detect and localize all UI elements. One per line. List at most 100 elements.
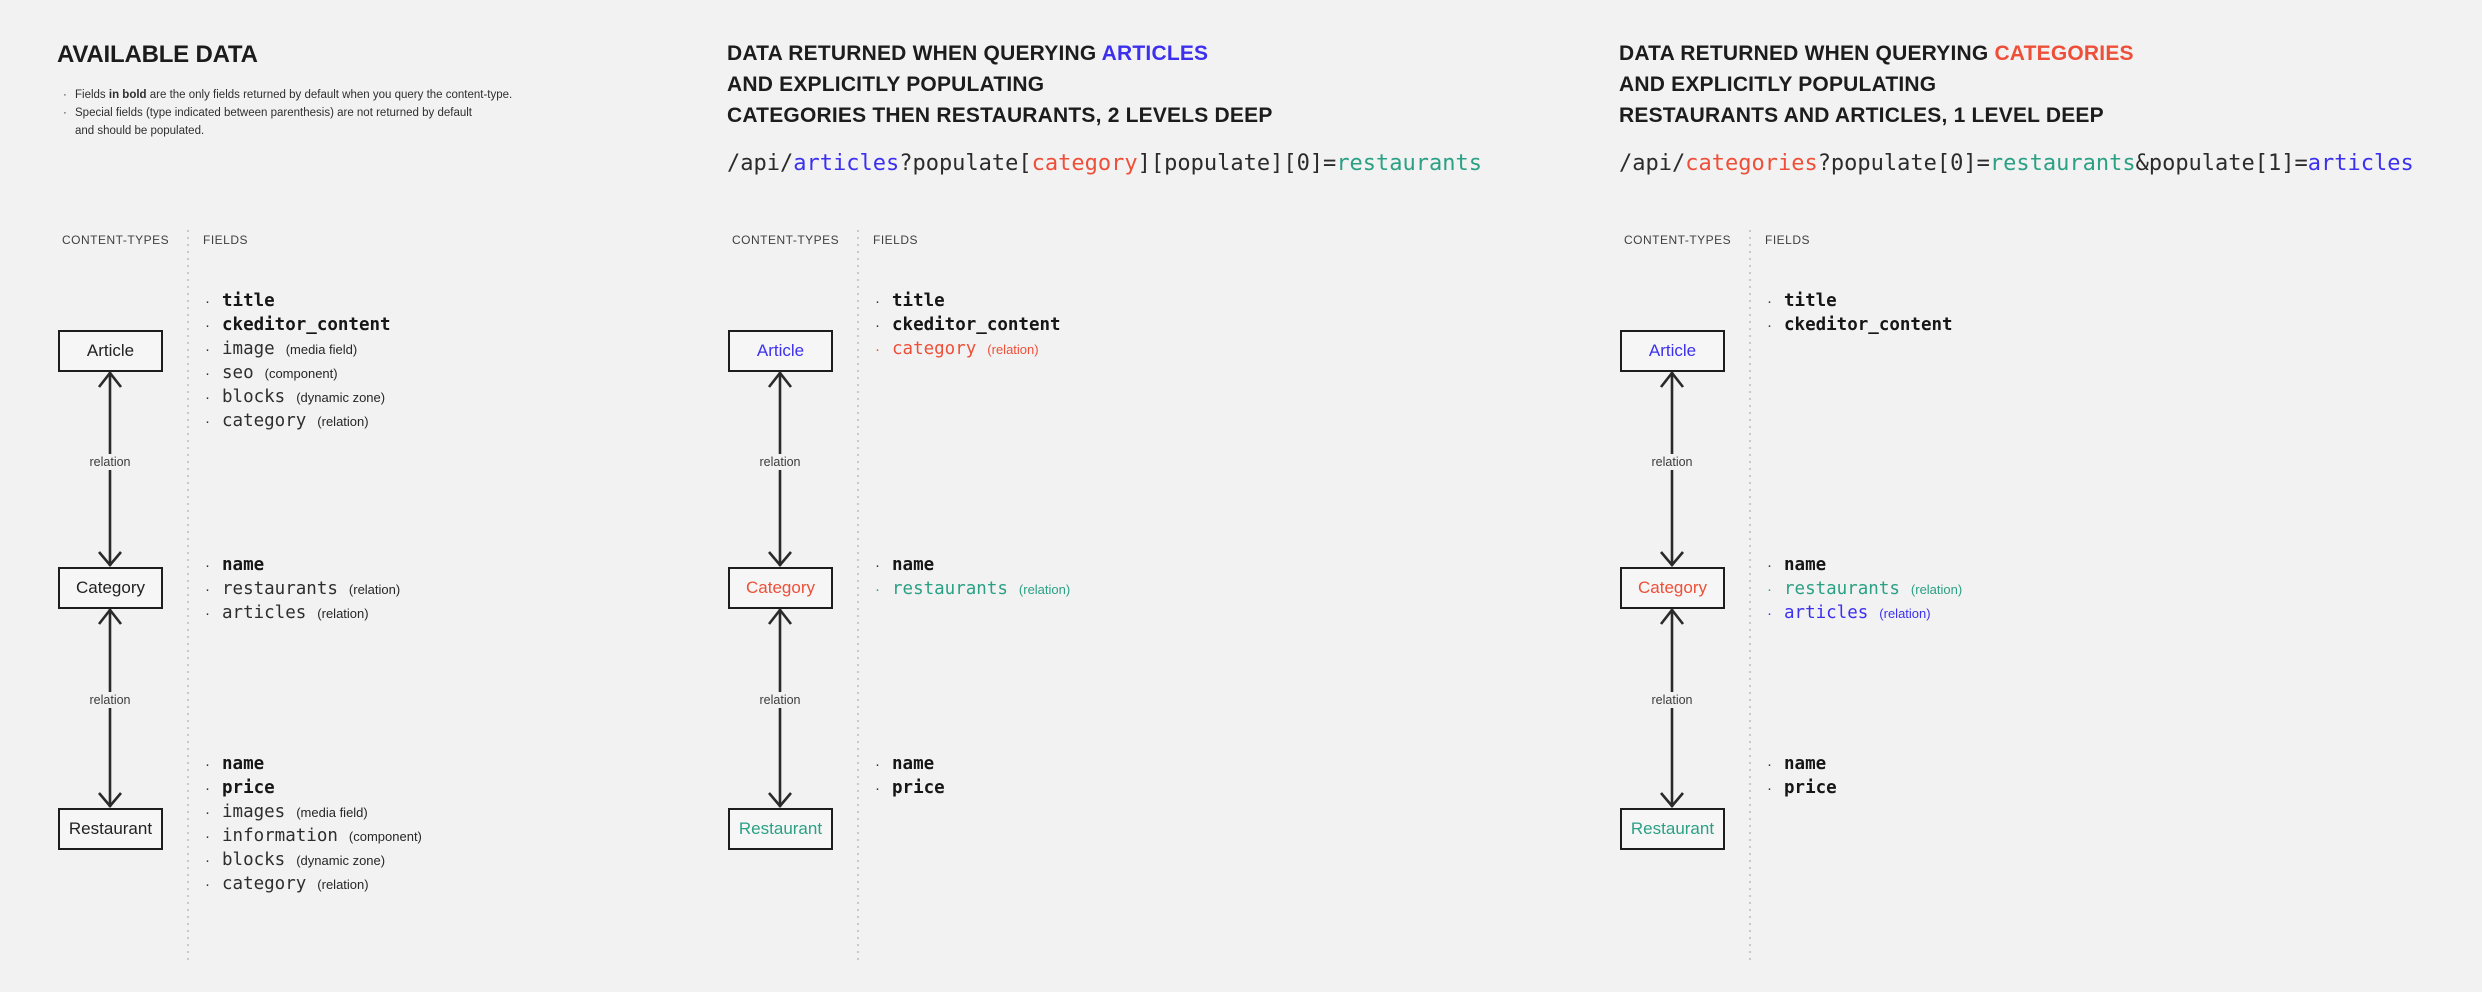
notes-list: · Fields in bold are the only fields retu… (62, 86, 512, 140)
bullet-icon: · (875, 581, 880, 598)
title-segment: CATEGORIES THEN RESTAURANTS, 2 LEVELS DE… (727, 104, 1273, 127)
bullet-icon: · (205, 413, 210, 430)
field-name: name (1784, 555, 1827, 575)
field-row: · name (203, 754, 264, 778)
field-row: ·category(relation) (203, 874, 369, 898)
field-type: (relation) (317, 606, 369, 621)
field-type: (dynamic zone) (296, 853, 386, 868)
bullet-icon: · (205, 756, 210, 773)
column-divider (1749, 230, 1751, 963)
title-segment: CATEGORIES (1994, 42, 2134, 65)
bullet-icon: · (205, 365, 210, 382)
panel-title-line: CATEGORIES THEN RESTAURANTS, 2 LEVELS DE… (727, 100, 1273, 131)
content-type-box-category: Category (728, 567, 833, 609)
bullet-icon: · (205, 780, 210, 797)
code-segment: categories (1685, 151, 1818, 176)
arrowhead-up-icon (767, 370, 793, 388)
bullet-icon: · (205, 828, 210, 845)
arrowhead-down-icon (98, 551, 122, 568)
bullet-icon: · (1767, 581, 1772, 598)
arrowhead-down-icon (768, 551, 792, 568)
code-segment: ][populate][0]= (1137, 151, 1337, 176)
field-name: price (892, 778, 945, 798)
title-segment: DATA RETURNED WHEN QUERYING (727, 42, 1102, 65)
field-name: name (892, 555, 935, 575)
relation-arrows (97, 370, 123, 809)
field-row: ·ckeditor_content (873, 315, 1061, 339)
bullet-icon: · (1767, 756, 1772, 773)
column-header-fields: FIELDS (203, 233, 249, 247)
bullet-icon: · (205, 389, 210, 406)
arrowhead-down-icon (1660, 792, 1684, 809)
field-name: title (222, 291, 275, 311)
relation-arrows (1659, 370, 1685, 809)
content-type-box-article: Article (1620, 330, 1725, 372)
page-title: AVAILABLE DATA (57, 41, 258, 68)
bullet-icon: · (205, 876, 210, 893)
field-row: ·restaurants(relation) (203, 579, 400, 603)
bullet-icon: · (205, 317, 210, 334)
field-name: price (1784, 778, 1837, 798)
arrowhead-up-icon (767, 607, 793, 625)
panel-title-line: DATA RETURNED WHEN QUERYING CATEGORIES (1619, 38, 2134, 69)
relation-label: relation (753, 692, 807, 708)
field-name: articles (1784, 603, 1869, 623)
bullet-icon: · (875, 341, 880, 358)
relation-label: relation (1645, 692, 1699, 708)
field-row: ·ckeditor_content (1765, 315, 1953, 339)
relation-arrows (767, 370, 793, 809)
field-row: ·articles(relation) (203, 603, 369, 627)
field-type: (relation) (987, 342, 1039, 357)
bullet-icon: · (875, 557, 880, 574)
field-row: ·price (203, 778, 275, 802)
field-type: (relation) (317, 414, 369, 429)
field-name: title (892, 291, 945, 311)
bullet-icon: · (205, 605, 210, 622)
field-type: (relation) (1910, 582, 1963, 597)
code-segment: articles (2307, 151, 2414, 176)
bullet-icon: · (63, 89, 67, 101)
arrowhead-up-icon (97, 370, 123, 388)
title-segment: ARTICLES (1101, 42, 1209, 65)
field-type: (media field) (296, 805, 368, 820)
field-name: name (892, 754, 935, 774)
field-name: restaurants (892, 579, 1008, 599)
bullet-icon: · (205, 341, 210, 358)
field-row: ·category(relation) (873, 339, 1039, 363)
content-type-box-category: Category (1620, 567, 1725, 609)
panel-title-line: RESTAURANTS AND ARTICLES, 1 LEVEL DEEP (1619, 100, 2134, 131)
bullet-icon: · (875, 756, 880, 773)
note-segment: Fields (75, 89, 109, 101)
field-row: ·price (1765, 778, 1837, 802)
bullet-icon: · (875, 780, 880, 797)
field-row: ·blocks(dynamic zone) (203, 850, 385, 874)
bullet-icon: · (205, 804, 210, 821)
bullet-icon: · (205, 293, 210, 310)
bullet-icon: · (205, 581, 210, 598)
field-row: ·restaurants(relation) (1765, 579, 1962, 603)
bullet-icon: · (1767, 317, 1772, 334)
field-row: ·image(media field) (203, 339, 357, 363)
field-name: name (222, 754, 265, 774)
note-segment: in bold (108, 89, 147, 101)
note-item: and should be populated. (62, 122, 512, 140)
code-segment: ?populate[0]= (1817, 151, 1990, 176)
field-row: · title (203, 291, 275, 315)
bullet-icon: · (875, 293, 880, 310)
relation-label: relation (753, 454, 807, 470)
code-segment: category (1031, 151, 1138, 176)
column-header-fields: FIELDS (873, 233, 919, 247)
field-row: · name (873, 754, 934, 778)
column-header-content-types: CONTENT-TYPES (1624, 233, 1732, 247)
bullet-icon: · (875, 317, 880, 334)
field-row: ·articles(relation) (1765, 603, 1931, 627)
field-row: · title (873, 291, 945, 315)
column-header-fields: FIELDS (1765, 233, 1811, 247)
note-segment: are the only fields returned by default … (146, 89, 513, 101)
field-name: name (1784, 754, 1827, 774)
field-type: (relation) (317, 877, 369, 892)
bullet-icon: · (1767, 557, 1772, 574)
field-row: ·ckeditor_content (203, 315, 391, 339)
content-type-box-restaurant: Restaurant (1620, 808, 1725, 850)
